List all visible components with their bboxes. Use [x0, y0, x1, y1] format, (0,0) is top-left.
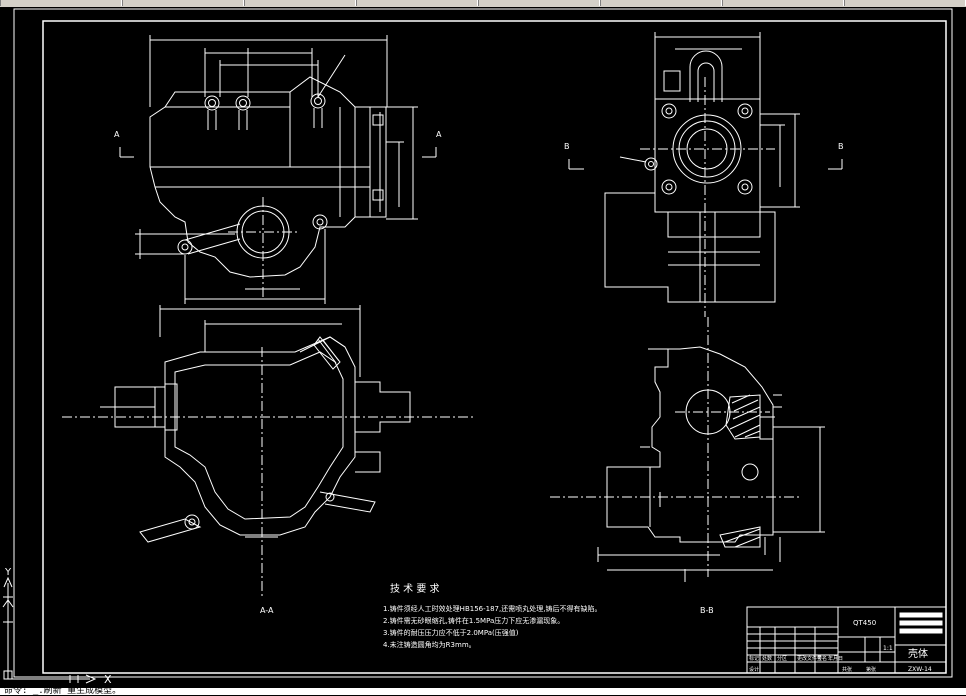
toolbar-segment[interactable]	[478, 0, 600, 6]
title-material: QT450	[853, 619, 876, 627]
ucs-x-label: X	[104, 673, 112, 686]
title-sheet-number: 第张	[866, 666, 876, 673]
title-label: 处数	[762, 655, 772, 662]
section-label-b-left: B	[564, 142, 570, 151]
toolbar-segment[interactable]	[122, 0, 244, 6]
title-label: 年月日	[828, 655, 843, 662]
section-marker-a: A A	[114, 130, 442, 158]
title-designer-label: 设计	[749, 666, 759, 673]
section-label-b-right: B	[838, 142, 844, 151]
title-block	[746, 606, 947, 674]
toolbar-strip	[0, 0, 966, 7]
outer-frame	[13, 8, 953, 678]
title-drawing-no: ZXW-14	[908, 666, 932, 673]
title-part-name: 壳体	[908, 647, 928, 660]
ucs-y-label: Y	[4, 567, 12, 578]
toolbar-segment[interactable]	[722, 0, 844, 6]
section-view-bb-label: B-B	[700, 606, 714, 615]
toolbar-segment[interactable]	[244, 0, 356, 6]
tech-requirement-item: 3.铸件的耐压压力应不低于2.0MPa(压强值)	[383, 628, 519, 637]
toolbar-segment[interactable]	[356, 0, 478, 6]
tech-requirements-title: 技 术 要 求	[390, 582, 440, 595]
command-line-text: 命令: _.刷新 重生成模型。	[4, 686, 122, 696]
tech-requirement-item: 4.未注铸造圆角均为R3mm。	[383, 640, 476, 649]
side-view	[604, 32, 800, 317]
title-label: 更改文件号	[797, 655, 822, 662]
ucs-icon[interactable]	[2, 576, 97, 684]
title-label: 签名	[817, 655, 827, 662]
tech-requirement-item: 2.铸件需无砂眼缩孔,铸件在1.5MPa压力下应无渗漏现象。	[383, 616, 564, 625]
tech-requirements: 技 术 要 求 1.铸件须经人工时效处理HB156-187,还需喷丸处理,铸后不…	[383, 582, 601, 649]
toolbar-segment[interactable]	[600, 0, 722, 6]
inner-frame	[42, 20, 947, 674]
drawing-canvas[interactable]: A A	[0, 7, 966, 688]
section-marker-b: B B	[564, 142, 844, 170]
command-line[interactable]: 命令: _.刷新 重生成模型。	[0, 686, 966, 696]
section-view-bb	[550, 317, 825, 582]
title-sheet-count: 共张	[842, 666, 852, 673]
tech-requirement-item: 1.铸件须经人工时效处理HB156-187,还需喷丸处理,铸后不得有缺陷。	[383, 604, 601, 613]
section-label-a-right: A	[436, 130, 442, 139]
section-view-aa-label: A-A	[260, 606, 274, 615]
section-view-aa	[62, 305, 475, 597]
toolbar-segment[interactable]	[844, 0, 966, 6]
title-label: 标记	[749, 655, 759, 662]
title-label: 分区	[777, 655, 787, 662]
title-scale: 1:1	[883, 645, 893, 652]
toolbar-segment[interactable]	[0, 0, 122, 6]
section-label-a-left: A	[114, 130, 120, 139]
front-view	[135, 35, 418, 304]
